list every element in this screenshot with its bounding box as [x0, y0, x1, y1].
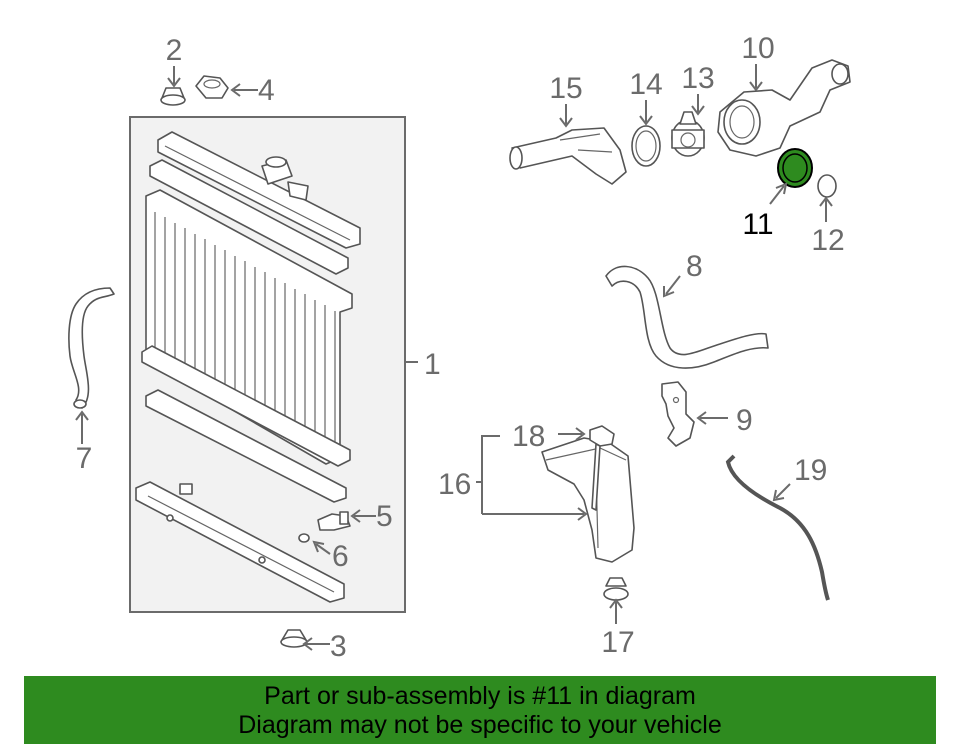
- callout-17: 17: [601, 626, 634, 659]
- bracket-part-9: [661, 381, 695, 447]
- radiator-upper-tank: [157, 131, 361, 249]
- hose-part-7-end: [73, 399, 87, 409]
- leader-lines: [75, 64, 833, 651]
- radiator-lower-tank: [135, 481, 345, 603]
- callout-7: 7: [76, 442, 93, 475]
- callout-5: 5: [376, 500, 393, 533]
- callout-11-highlighted: 11: [742, 208, 773, 241]
- o-ring-part-6: [298, 533, 310, 543]
- hose-part-7: [68, 287, 115, 409]
- callout-16: 16: [438, 468, 471, 501]
- upper-tank-seal: [149, 159, 349, 275]
- cap-part-4: [195, 75, 229, 99]
- cushion-part-2: [160, 87, 186, 106]
- cushion-part-3: [280, 629, 308, 648]
- notice-line-disclaimer: Diagram may not be specific to your vehi…: [238, 711, 722, 739]
- thermostat-part-13: [671, 111, 705, 157]
- callout-15: 15: [549, 72, 582, 105]
- tube-part-19: [725, 454, 830, 601]
- gasket-part-14-inner: [635, 130, 657, 162]
- callout-6: 6: [332, 540, 349, 573]
- callout-8: 8: [686, 250, 703, 283]
- callout-1: 1: [424, 348, 441, 381]
- hose-part-8: [605, 265, 769, 369]
- callout-18: 18: [512, 420, 545, 453]
- notice-banner: Part or sub-assembly is #11 in diagram D…: [24, 676, 936, 744]
- water-outlet-part-10: [717, 59, 851, 157]
- callout-12: 12: [811, 224, 844, 257]
- notice-line-part: Part or sub-assembly is #11 in diagram: [264, 682, 696, 710]
- callout-19: 19: [794, 454, 827, 487]
- lower-tank-seal: [145, 389, 347, 503]
- callout-9: 9: [736, 404, 753, 437]
- radiator-core: [141, 189, 353, 467]
- callout-2: 2: [166, 34, 183, 67]
- callout-13: 13: [681, 62, 714, 95]
- callout-3: 3: [330, 630, 347, 663]
- callout-14: 14: [629, 68, 662, 101]
- highlighted-gasket-part-11: [777, 148, 813, 188]
- reservoir-part-16: [541, 437, 635, 563]
- inlet-pipe-part-15: [509, 127, 627, 185]
- reservoir-cap-part-18: [589, 425, 615, 511]
- cushion-part-17: [603, 577, 629, 601]
- callout-10: 10: [741, 32, 774, 65]
- drain-cock-part-5: [317, 511, 351, 531]
- ring-part-12: [817, 174, 837, 198]
- callout-4: 4: [258, 74, 275, 107]
